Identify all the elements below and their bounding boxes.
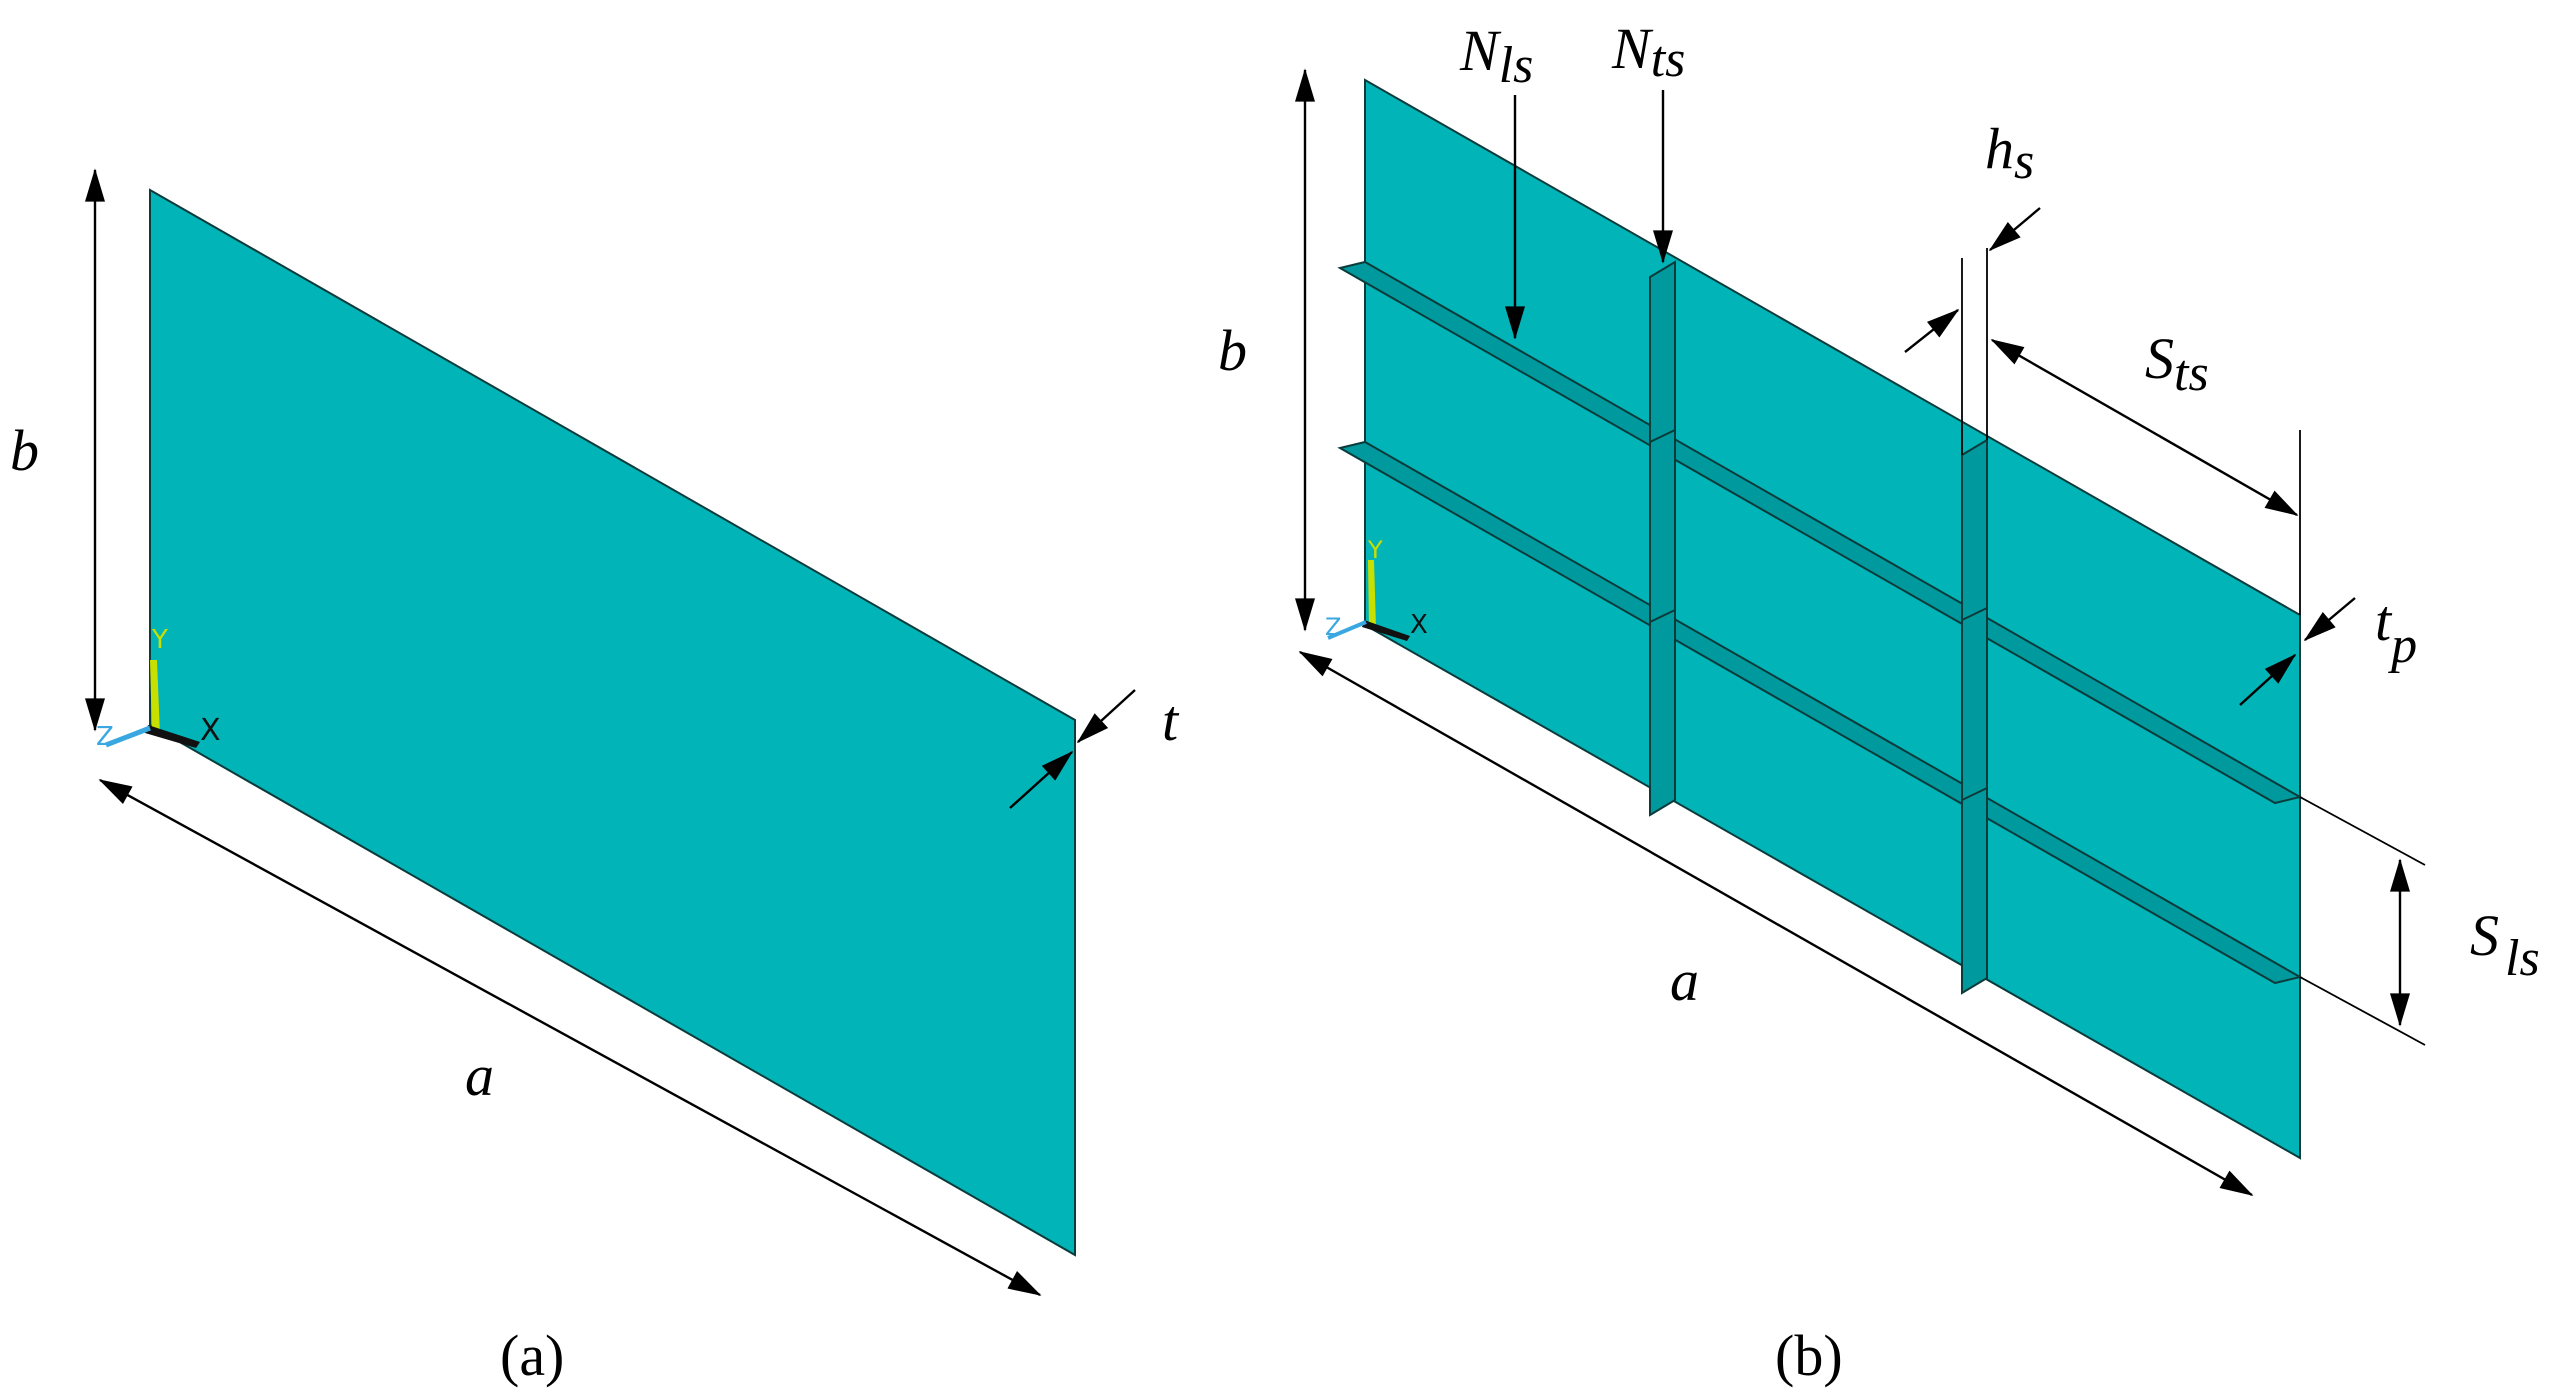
label-Sts-main: S <box>2145 326 2174 391</box>
axis-x-label: X <box>200 713 221 748</box>
dim-Sts-arrow <box>1990 338 2299 517</box>
label-tp-main: t <box>2375 588 2393 653</box>
dim-hs-arrow-right <box>1988 207 2041 252</box>
dim-a-arrow <box>98 778 1042 1297</box>
axis-x-label: X <box>1410 610 1428 640</box>
plain-plate <box>149 188 1076 1257</box>
label-tp: tp <box>2375 588 2417 674</box>
axis-y-icon <box>150 660 160 735</box>
label-Nts: Nts <box>1611 16 1685 88</box>
dim-t-arrow-top <box>1076 689 1136 744</box>
label-hs-main: h <box>1985 116 2014 181</box>
label-tp-sub: p <box>2387 617 2417 674</box>
axis-triad-a: Y Z X <box>96 625 221 752</box>
label-a: a <box>465 1043 494 1108</box>
axis-z-icon <box>1327 620 1367 640</box>
axis-z-label: Z <box>96 722 114 752</box>
axis-y-icon <box>1368 560 1376 628</box>
axis-y-label: Y <box>151 625 168 655</box>
axis-y-label: Y <box>1367 536 1383 564</box>
sls-extension-line <box>2299 976 2426 1046</box>
label-Nls: Nls <box>1459 18 1533 94</box>
panel-b: b a Nls Nts hs Sts tp <box>1218 16 2540 1388</box>
caption-a: (a) <box>500 1323 564 1388</box>
transverse-stiffener-1 <box>1649 260 1676 817</box>
caption-b: (b) <box>1775 1323 1843 1388</box>
label-b: b <box>1218 318 1247 383</box>
joint-line <box>1649 609 1676 623</box>
label-Nls-main: N <box>1459 18 1502 83</box>
label-hs: hs <box>1985 116 2034 190</box>
label-b: b <box>10 418 39 483</box>
axis-triad-b: Y Z X <box>1325 536 1428 641</box>
label-Sts-sub: ts <box>2174 345 2209 402</box>
label-Sls-main: S <box>2470 903 2499 968</box>
panel-a: b a t Y Z X (a) <box>10 168 1180 1388</box>
joint-line <box>1649 429 1676 443</box>
dim-a-arrow <box>1298 650 2254 1197</box>
dim-tp-arrow-top <box>2303 597 2356 642</box>
sls-extension-line <box>2299 796 2426 866</box>
joint-line <box>1961 607 1988 621</box>
axis-z-label: Z <box>1325 613 1341 641</box>
axis-x-icon <box>1362 620 1410 641</box>
axis-z-icon <box>105 725 151 748</box>
dim-tp-arrow-bottom <box>2239 653 2297 706</box>
dim-hs-arrow-left <box>1904 308 1960 353</box>
label-Nts-main: N <box>1611 16 1654 81</box>
label-Nts-sub: ts <box>1651 31 1686 88</box>
label-t: t <box>1162 688 1180 753</box>
stiffened-plate <box>1364 78 2301 1160</box>
label-Nls-sub: ls <box>1499 37 1534 94</box>
label-a: a <box>1670 948 1699 1013</box>
axis-x-icon <box>145 725 200 748</box>
label-Sts: Sts <box>2145 326 2209 402</box>
dim-t-arrow-bottom <box>1009 750 1074 809</box>
transverse-stiffener-2 <box>1961 438 1988 995</box>
label-hs-sub: s <box>2014 133 2034 190</box>
label-Sls-sub: ls <box>2505 930 2540 987</box>
